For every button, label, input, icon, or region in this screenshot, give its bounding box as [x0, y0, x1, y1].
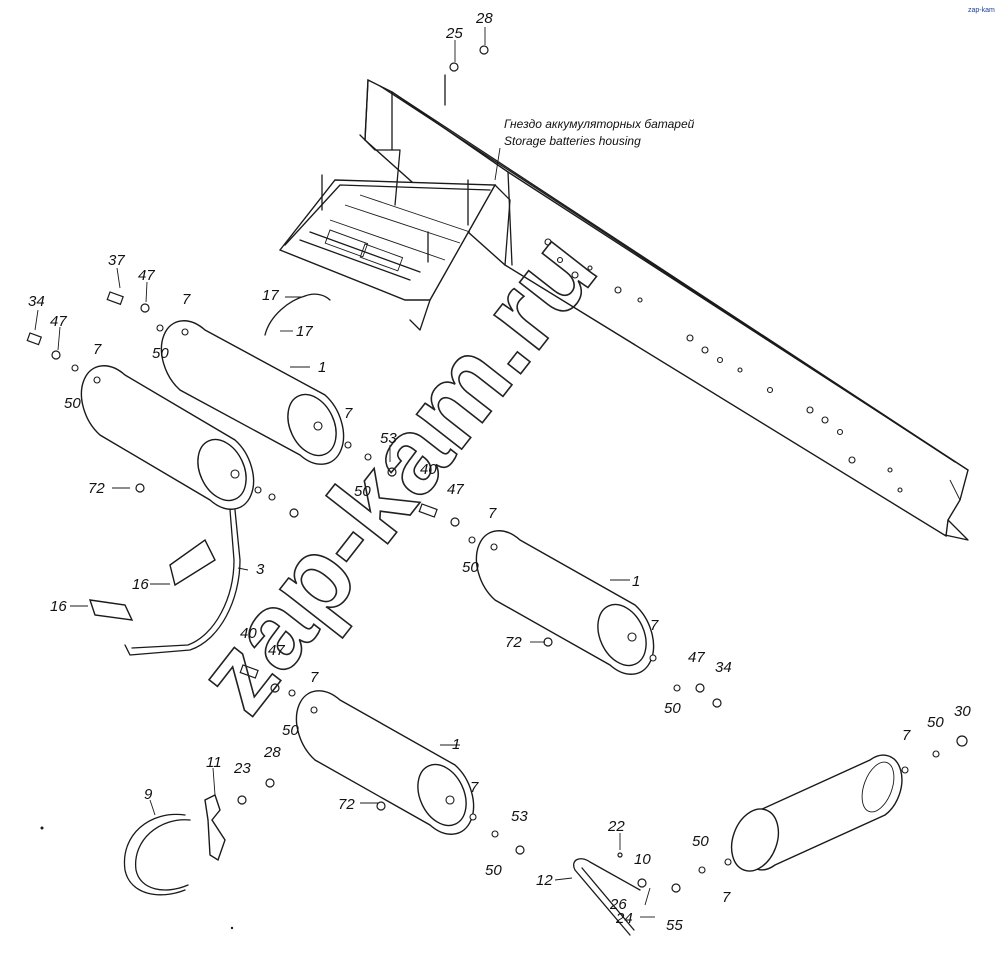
receiver-tank-lower — [295, 690, 475, 835]
callout-7: 7 — [470, 779, 479, 796]
callout-labels: 28 25 37 47 34 47 7 50 7 50 17 17 1 7 53… — [28, 10, 971, 934]
callout-28: 28 — [263, 744, 281, 761]
callout-50: 50 — [462, 559, 479, 576]
strap-3 — [124, 509, 241, 656]
callout-12: 12 — [536, 872, 553, 889]
callout-50: 50 — [282, 722, 299, 739]
pad-16-upper — [169, 538, 216, 587]
caption-en: Storage batteries housing — [504, 134, 641, 148]
callout-40: 40 — [240, 625, 257, 642]
callout-10: 10 — [634, 851, 651, 868]
receiver-tank-middle — [475, 530, 655, 675]
housing-caption: Гнездо аккумуляторных батарей Storage ba… — [494, 117, 695, 181]
callout-11: 11 — [206, 754, 222, 771]
callout-47: 47 — [50, 313, 67, 330]
callout-24: 24 — [615, 910, 633, 927]
callout-47: 47 — [447, 481, 464, 498]
callout-34: 34 — [28, 293, 45, 310]
callout-22: 22 — [607, 818, 625, 835]
callout-50: 50 — [64, 395, 81, 412]
callout-26: 26 — [609, 896, 627, 913]
battery-housing — [278, 134, 511, 331]
callout-37: 37 — [108, 252, 125, 269]
callout-1: 1 — [452, 736, 460, 753]
callout-23: 23 — [233, 760, 251, 777]
callout-7: 7 — [722, 889, 731, 906]
frame-side-member — [364, 78, 969, 541]
callout-25: 25 — [445, 25, 463, 42]
callout-3: 3 — [256, 561, 265, 578]
callout-72: 72 — [88, 480, 105, 497]
callout-47: 47 — [268, 642, 285, 659]
strap-12 — [573, 858, 641, 936]
callout-40: 40 — [420, 461, 437, 478]
leader-lines — [34, 27, 655, 918]
callout-7: 7 — [902, 727, 911, 744]
callout-50: 50 — [927, 714, 944, 731]
callout-50: 50 — [485, 862, 502, 879]
receiver-tank-upper-1 — [160, 320, 345, 465]
callout-17: 17 — [262, 287, 279, 304]
callout-7: 7 — [310, 669, 319, 686]
caption-ru: Гнездо аккумуляторных батарей — [504, 117, 695, 131]
callout-16: 16 — [50, 598, 67, 615]
callout-16: 16 — [132, 576, 149, 593]
callout-1: 1 — [318, 359, 326, 376]
callout-53: 53 — [380, 430, 397, 447]
callout-30: 30 — [954, 703, 971, 720]
callout-47: 47 — [688, 649, 705, 666]
callout-72: 72 — [505, 634, 522, 651]
callout-34: 34 — [715, 659, 732, 676]
callout-7: 7 — [93, 341, 102, 358]
callout-9: 9 — [144, 786, 153, 803]
strap-9 — [123, 813, 191, 896]
receiver-tank-right — [730, 754, 903, 872]
callout-47: 47 — [138, 267, 155, 284]
callout-72: 72 — [338, 796, 355, 813]
callout-1: 1 — [632, 573, 640, 590]
callout-50: 50 — [692, 833, 709, 850]
callout-7: 7 — [488, 505, 497, 522]
pad-16-lower — [88, 599, 134, 621]
frame-bolt-holes — [544, 238, 903, 493]
callout-28: 28 — [475, 10, 493, 27]
callout-17: 17 — [296, 323, 313, 340]
callout-50: 50 — [354, 483, 371, 500]
callout-53: 53 — [511, 808, 528, 825]
callout-7: 7 — [650, 617, 659, 634]
callout-7: 7 — [344, 405, 353, 422]
callout-7: 7 — [182, 291, 191, 308]
callout-50: 50 — [664, 700, 681, 717]
callout-55: 55 — [666, 917, 683, 934]
receiver-tank-upper-2 — [80, 365, 255, 510]
corner-logo: zap-kam — [968, 7, 995, 14]
fittings — [26, 45, 968, 893]
callout-50: 50 — [152, 345, 169, 362]
bracket-11 — [204, 794, 226, 862]
